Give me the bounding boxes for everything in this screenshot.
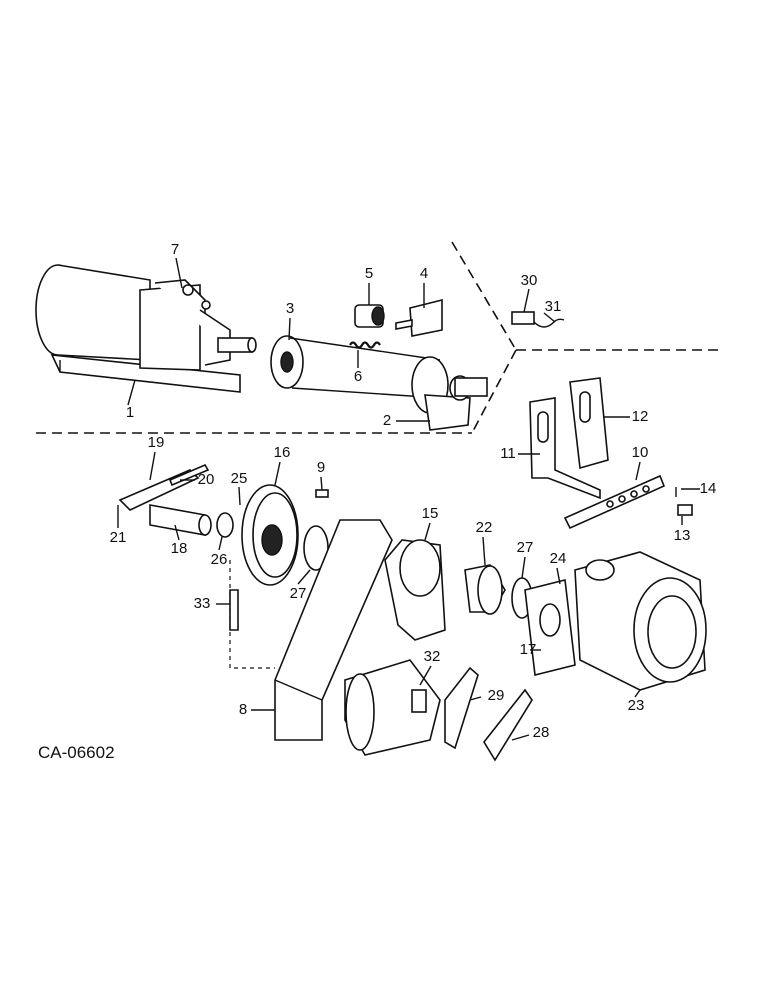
callout-16: 16 bbox=[274, 444, 291, 461]
shaft-assembly-parts-18-21 bbox=[118, 463, 212, 536]
terminal-parts-30-31 bbox=[511, 311, 565, 328]
callout-21: 21 bbox=[110, 529, 127, 546]
callout-22: 22 bbox=[476, 519, 493, 536]
ring-part-26 bbox=[216, 512, 234, 538]
callout-14: 14 bbox=[700, 480, 717, 497]
leader-lines bbox=[117, 257, 700, 741]
idler-housing-part-2 bbox=[289, 337, 488, 431]
grooved-pulley-part-16 bbox=[241, 484, 299, 586]
gearbox-part-23 bbox=[574, 551, 707, 691]
callout-6: 6 bbox=[354, 368, 362, 385]
callout-15: 15 bbox=[422, 505, 439, 522]
callout-18: 18 bbox=[171, 540, 188, 557]
callout-30: 30 bbox=[521, 272, 538, 289]
callout-7: 7 bbox=[171, 241, 179, 258]
callout-2: 2 bbox=[383, 412, 391, 429]
callout-29: 29 bbox=[488, 687, 505, 704]
callout-23: 23 bbox=[628, 697, 645, 714]
brackets-parts-11-12 bbox=[529, 377, 609, 500]
callout-31: 31 bbox=[545, 298, 562, 315]
callout-25: 25 bbox=[231, 470, 248, 487]
callout-32: 32 bbox=[424, 648, 441, 665]
callout-labels: 1 2 3 4 5 6 7 8 9 10 11 12 13 14 15 16 1… bbox=[110, 241, 717, 741]
callout-13: 13 bbox=[674, 527, 691, 544]
bearing-part-5 bbox=[354, 304, 385, 328]
section-dividers bbox=[36, 241, 720, 434]
callout-26: 26 bbox=[211, 551, 228, 568]
callout-4: 4 bbox=[420, 265, 428, 282]
plate-part-4 bbox=[395, 298, 443, 337]
slotted-bar-part-10 bbox=[563, 474, 666, 530]
key-part-9 bbox=[315, 489, 329, 498]
callout-5: 5 bbox=[365, 265, 373, 282]
callout-28: 28 bbox=[533, 724, 550, 741]
callout-33: 33 bbox=[194, 595, 211, 612]
drawing-code: CA-06602 bbox=[38, 743, 115, 762]
callout-19: 19 bbox=[148, 434, 165, 451]
plate-part-17 bbox=[524, 579, 576, 676]
callout-11: 11 bbox=[500, 445, 516, 462]
pulley-part-3 bbox=[270, 335, 304, 389]
callout-27-left: 27 bbox=[290, 585, 307, 602]
bolt-parts-13-14 bbox=[675, 487, 693, 516]
callout-12: 12 bbox=[632, 408, 649, 425]
callout-20: 20 bbox=[198, 471, 215, 488]
belt-guard-part-8 bbox=[274, 519, 393, 741]
callout-1: 1 bbox=[126, 404, 134, 421]
callout-27-right: 27 bbox=[517, 539, 534, 556]
callout-9: 9 bbox=[317, 459, 325, 476]
belt-part-33 bbox=[229, 560, 275, 669]
callout-10: 10 bbox=[632, 444, 649, 461]
spring-part-6 bbox=[349, 341, 381, 349]
callout-3: 3 bbox=[286, 300, 294, 317]
clutch-part-32 bbox=[344, 659, 441, 756]
callout-8: 8 bbox=[239, 701, 247, 718]
bearing-part-22 bbox=[464, 564, 506, 615]
brackets-parts-28-29 bbox=[444, 666, 533, 762]
callout-24: 24 bbox=[550, 550, 567, 567]
bracket-housing-part-15 bbox=[384, 539, 446, 641]
callout-17: 17 bbox=[520, 641, 537, 658]
motor-assembly bbox=[35, 264, 257, 393]
